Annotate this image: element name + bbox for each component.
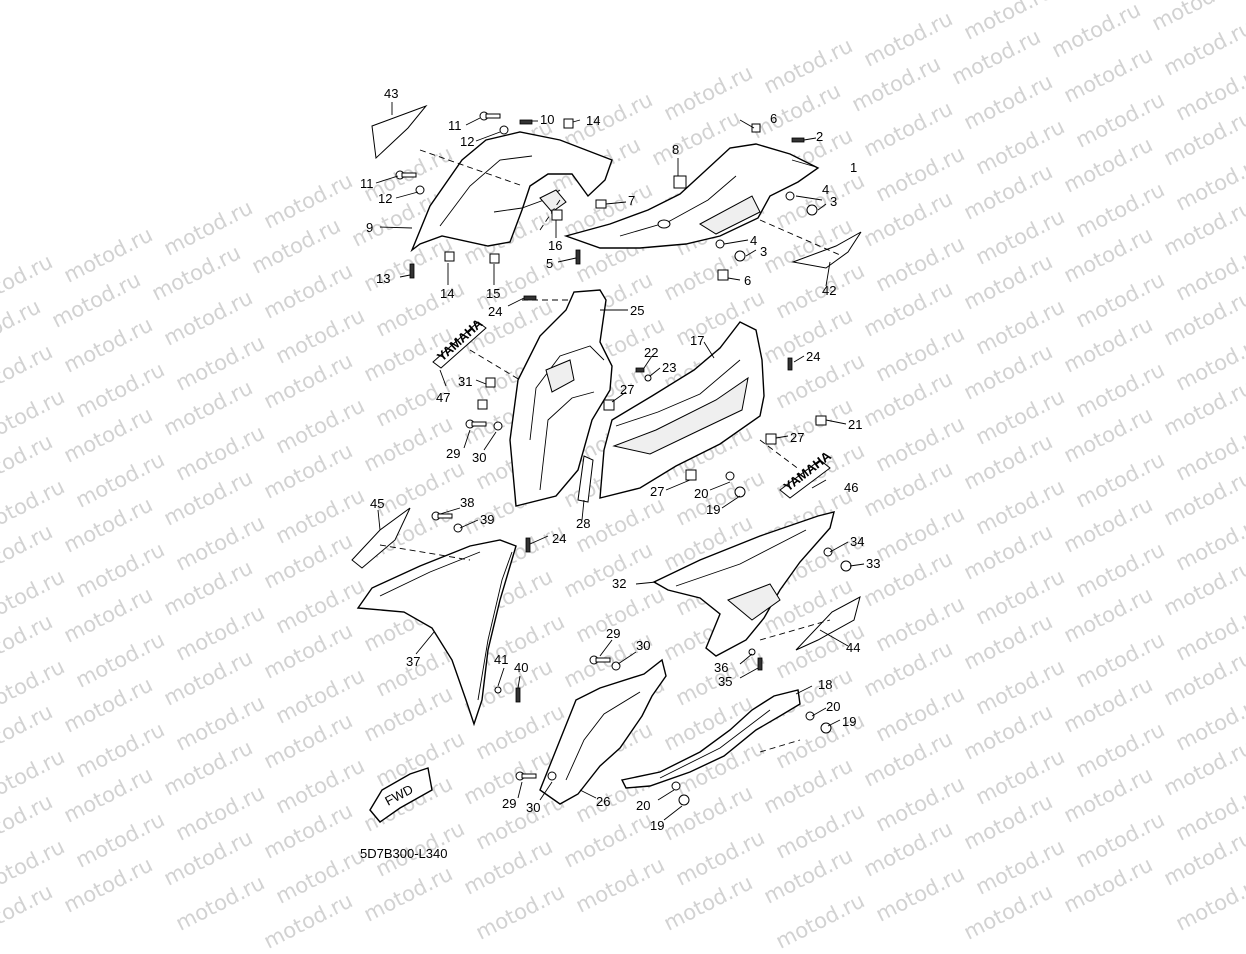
callout-25: 25	[630, 303, 644, 318]
callout-5: 5	[546, 256, 553, 271]
callout-labels: 43 11 12 10 14 6 2 1 8 7 4 3 4 3 6 42 11…	[360, 86, 880, 833]
callout-39: 39	[480, 512, 494, 527]
leader-lines	[375, 102, 865, 821]
callout-42: 42	[822, 283, 836, 298]
lower-panel-26	[539, 658, 667, 805]
callout-3b: 3	[760, 244, 767, 259]
guide-line	[759, 219, 841, 256]
badge-text: YAMAHA	[434, 315, 486, 364]
callout-9: 9	[366, 220, 373, 235]
cowl-panel-1	[563, 143, 820, 249]
callout-7: 7	[628, 193, 635, 208]
callout-27b: 27	[790, 430, 804, 445]
callout-22: 22	[644, 345, 658, 360]
callout-31: 31	[458, 374, 472, 389]
callout-36: 36	[714, 660, 728, 675]
callout-19: 19	[706, 502, 720, 517]
callout-20c: 20	[636, 798, 650, 813]
guide-line	[419, 149, 521, 186]
yamaha-badge-47: YAMAHA	[432, 315, 487, 369]
callout-44: 44	[846, 640, 860, 655]
side-cover-32	[652, 511, 835, 657]
callout-11: 11	[448, 118, 462, 133]
callout-30c: 30	[526, 800, 540, 815]
guide-line	[759, 439, 801, 471]
guide-line	[469, 349, 521, 381]
callout-27c: 27	[650, 484, 664, 499]
callout-12: 12	[460, 134, 474, 149]
callout-41: 41	[494, 652, 508, 667]
decal-44	[795, 596, 861, 651]
callout-24: 24	[488, 304, 502, 319]
guide-line	[759, 739, 801, 753]
callout-2: 2	[816, 129, 823, 144]
callout-23: 23	[662, 360, 676, 375]
callout-32: 32	[612, 576, 626, 591]
callout-18: 18	[818, 677, 832, 692]
callout-27: 27	[620, 382, 634, 397]
callout-10: 10	[540, 112, 554, 127]
callout-46: 46	[844, 480, 858, 495]
callout-14b: 14	[440, 286, 454, 301]
callout-4b: 4	[750, 233, 757, 248]
callout-15: 15	[486, 286, 500, 301]
callout-3: 3	[830, 194, 837, 209]
callout-47: 47	[436, 390, 450, 405]
callout-16: 16	[548, 238, 562, 253]
callout-6: 6	[770, 111, 777, 126]
fwd-arrow: FWD	[369, 767, 433, 823]
callout-30: 30	[472, 450, 486, 465]
yamaha-badge-46: YAMAHA	[779, 448, 834, 499]
callout-14: 14	[586, 113, 600, 128]
drawing-code: 5D7B300-L340	[360, 846, 448, 861]
callout-19b: 19	[842, 714, 856, 729]
decal-28	[577, 455, 594, 503]
callout-29: 29	[446, 446, 460, 461]
callout-45: 45	[370, 496, 384, 511]
callout-38: 38	[460, 495, 474, 510]
callout-11b: 11	[360, 176, 374, 191]
decal-42	[791, 231, 862, 269]
callout-24b: 24	[806, 349, 820, 364]
callout-1: 1	[850, 160, 857, 175]
callout-43: 43	[384, 86, 398, 101]
callout-29b: 29	[606, 626, 620, 641]
callout-28: 28	[576, 516, 590, 531]
callout-33: 33	[866, 556, 880, 571]
guide-line	[539, 199, 561, 231]
cowl-panel-9	[410, 131, 613, 253]
side-cowl-37	[356, 539, 517, 727]
callout-37: 37	[406, 654, 420, 669]
guide-line	[379, 544, 471, 561]
callout-26: 26	[596, 794, 610, 809]
callout-4: 4	[822, 182, 829, 197]
callout-29c: 29	[502, 796, 516, 811]
callout-21: 21	[848, 417, 862, 432]
callout-13: 13	[376, 271, 390, 286]
guide-line	[759, 619, 831, 641]
callout-20: 20	[694, 486, 708, 501]
fastener-hardware	[395, 111, 852, 806]
callout-35: 35	[718, 674, 732, 689]
decal-43	[371, 104, 428, 160]
callout-40: 40	[514, 660, 528, 675]
callout-8: 8	[672, 142, 679, 157]
inner-fairing-17	[599, 321, 765, 499]
decal-45	[351, 507, 411, 569]
callout-17: 17	[690, 333, 704, 348]
callout-34: 34	[850, 534, 864, 549]
callout-24c: 24	[552, 531, 566, 546]
callout-6b: 6	[744, 273, 751, 288]
callout-12b: 12	[378, 191, 392, 206]
inner-panel-25	[509, 289, 613, 507]
lower-rail-18	[620, 689, 801, 789]
callout-19c: 19	[650, 818, 664, 833]
callout-30b: 30	[636, 638, 650, 653]
callout-20b: 20	[826, 699, 840, 714]
